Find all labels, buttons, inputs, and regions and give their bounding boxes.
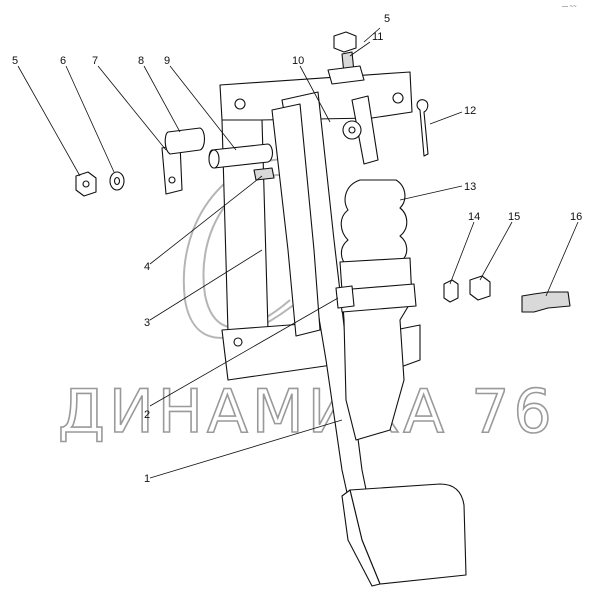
pedal-arm-inner: [271, 103, 321, 337]
nut-small: [443, 279, 459, 303]
callout-7: 7: [92, 55, 98, 67]
leader-line: [17, 65, 81, 177]
spacer: [335, 285, 355, 309]
watermark: ДИНАМИКА 76: [57, 158, 556, 448]
callout-13: 13: [464, 181, 476, 193]
leader-line: [299, 65, 331, 123]
callout-4: 4: [144, 261, 150, 273]
callout-5-top: 5: [384, 13, 390, 25]
cylinder-pushrod: [351, 95, 379, 165]
leader-line: [429, 111, 463, 125]
cotter-pin: [416, 99, 429, 157]
leader-line: [479, 221, 513, 281]
leader-line: [149, 249, 263, 321]
leader-line: [149, 175, 263, 265]
leader-line: [449, 221, 475, 285]
leader-line: [149, 419, 343, 479]
callout-5-left: 5: [12, 55, 18, 67]
bracket-hole: [392, 92, 404, 104]
leader-line: [545, 221, 579, 297]
washer-hole: [113, 176, 121, 186]
leader-line: [349, 41, 371, 57]
master-cylinder: [339, 95, 417, 441]
leader-line: [97, 65, 167, 151]
leader-line: [399, 185, 463, 201]
bushing: [164, 127, 206, 155]
pedal-pad: [349, 483, 467, 585]
loose-parts: [75, 31, 571, 313]
corner-mark: — ~~: [562, 4, 577, 10]
nut-left-hole: [82, 180, 90, 188]
callout-9: 9: [164, 55, 170, 67]
callout-15: 15: [508, 211, 520, 223]
callout-6: 6: [60, 55, 66, 67]
leader-line: [169, 65, 237, 151]
bracket-hole: [234, 98, 246, 110]
callout-11: 11: [372, 31, 383, 43]
callout-8: 8: [138, 55, 144, 67]
bracket-hole: [233, 337, 243, 347]
stud: [253, 167, 275, 181]
watermark-text: ДИНАМИКА 76: [58, 377, 556, 447]
pedal-pad-edge: [341, 489, 381, 587]
callout-16: 16: [570, 211, 582, 223]
callout-12: 12: [464, 105, 476, 117]
callout-14: 14: [468, 211, 480, 223]
adjust-bolt-head: [327, 65, 365, 85]
leader-lines: [17, 27, 579, 479]
callout-1: 1: [144, 473, 150, 485]
callout-10: 10: [292, 55, 304, 67]
rubber-boot: [340, 179, 408, 269]
clevis-pin-hole: [348, 126, 356, 134]
callout-2: 2: [144, 409, 150, 421]
hose-fitting: [521, 291, 571, 313]
leader-line: [149, 297, 339, 407]
leader-line: [363, 27, 381, 43]
clip-plate-hole: [168, 176, 176, 184]
nut-top: [333, 31, 357, 53]
callouts: 1 2 3 4 5 5 6 7 8 9 10 11 12 13 14 15 16: [12, 13, 582, 485]
pedal-lever: [271, 91, 467, 587]
leader-line: [65, 65, 115, 173]
pivot-pin-end: [208, 149, 220, 169]
leader-line: [143, 65, 181, 133]
callout-3: 3: [144, 317, 150, 329]
